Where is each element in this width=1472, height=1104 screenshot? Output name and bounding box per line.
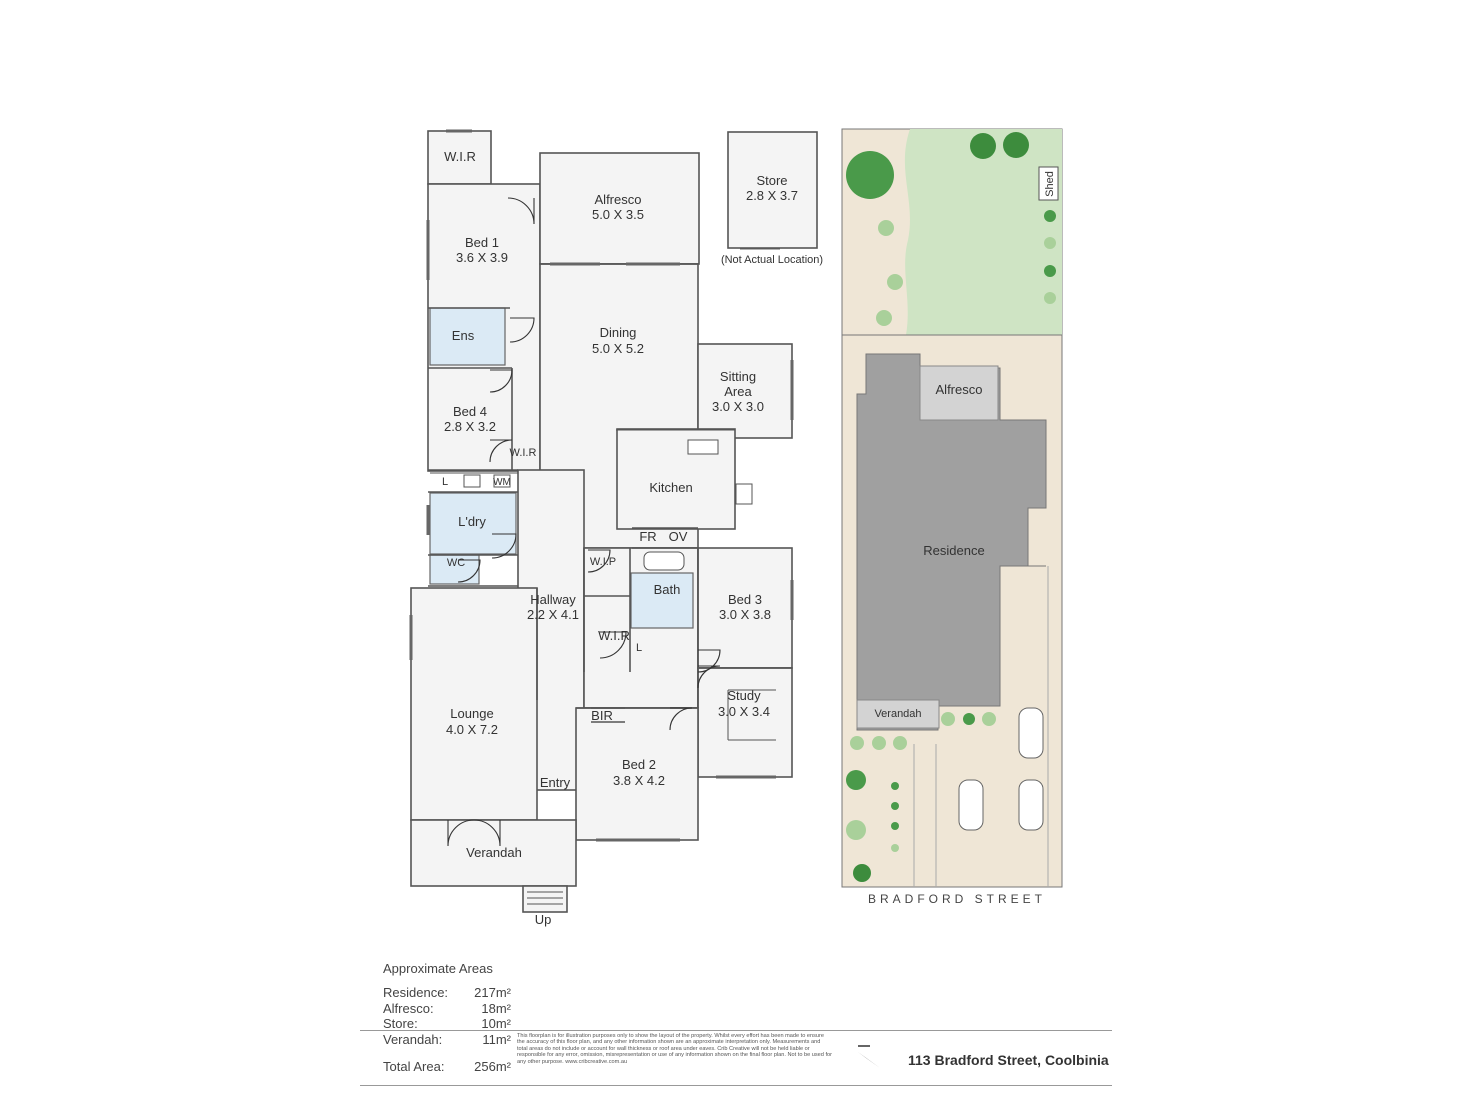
up-label: Up (535, 912, 552, 927)
wir-bed3-label: W.I.R (598, 628, 630, 643)
divider-top (360, 1030, 1112, 1031)
area-row-store: Store: 10m² (383, 1016, 511, 1032)
area-row-total: Total Area: 256m² (383, 1059, 511, 1075)
divider-bottom (360, 1085, 1112, 1086)
bed1-name: Bed 1 (465, 235, 499, 250)
linen-label: L (442, 476, 448, 488)
bed2-name: Bed 2 (622, 757, 656, 772)
area-label: Store: (383, 1016, 418, 1031)
fridge-label: FR (639, 529, 656, 544)
area-value: 11m² (482, 1031, 511, 1047)
site-residence-label: Residence (923, 543, 984, 558)
dining-size: 5.0 X 5.2 (592, 341, 644, 356)
sitting-name-1: Sitting (720, 369, 756, 384)
dining-name: Dining (600, 325, 637, 340)
bed1-size: 3.6 X 3.9 (456, 250, 508, 265)
sitting-name-2: Area (724, 384, 752, 399)
site-alfresco-label: Alfresco (936, 382, 983, 397)
alfresco-name: Alfresco (595, 192, 642, 207)
area-label: Residence: (383, 985, 449, 1000)
study-name: Study (727, 688, 761, 703)
site-plan (841, 128, 1063, 1068)
store-name: Store (756, 173, 787, 188)
area-value: 18m² (481, 1000, 511, 1016)
shed-label: Shed (1044, 171, 1056, 197)
wc-label: WC (447, 557, 465, 569)
area-label: Alfresco: (383, 1000, 434, 1016)
bed3-size: 3.0 X 3.8 (719, 607, 771, 622)
disclaimer-text: This floorplan is for illustration purpo… (517, 1033, 832, 1065)
bath-label: Bath (654, 582, 681, 597)
bed4-size: 2.8 X 3.2 (444, 419, 496, 434)
linen-2-label: L (636, 642, 642, 654)
wir-bed4-label: W.I.R (510, 447, 537, 459)
street-name: BRADFORD STREET (868, 892, 1046, 906)
area-row-verandah: Verandah: 11m² (383, 1032, 511, 1048)
store-size: 2.8 X 3.7 (746, 188, 798, 203)
verandah-label: Verandah (466, 845, 522, 860)
bed2-size: 3.8 X 4.2 (613, 773, 665, 788)
bed4-name: Bed 4 (453, 404, 487, 419)
approximate-areas: Approximate Areas Residence: 217m² Alfres… (383, 961, 511, 1075)
ens-label: Ens (452, 328, 475, 343)
lounge-name: Lounge (450, 706, 493, 721)
house-floor-plan (409, 129, 818, 913)
areas-title: Approximate Areas (383, 961, 493, 976)
bir-label: BIR (591, 708, 613, 723)
study-size: 3.0 X 3.4 (718, 704, 770, 719)
total-value: 256m² (474, 1059, 511, 1074)
total-label: Total Area: (383, 1059, 445, 1074)
wir-bed1-label: W.I.R (444, 149, 476, 164)
hallway-name: Hallway (530, 592, 576, 607)
area-row-residence: Residence: 217m² (383, 985, 511, 1001)
wip-label: W.I.P (590, 556, 616, 568)
oven-label: OV (669, 529, 688, 544)
lounge-size: 4.0 X 7.2 (446, 722, 498, 737)
area-label: Verandah: (383, 1031, 443, 1047)
kitchen-label: Kitchen (649, 480, 692, 495)
laundry-label: L'dry (458, 514, 486, 529)
property-address: 113 Bradford Street, Coolbinia (908, 1052, 1109, 1068)
hallway-size: 2.2 X 4.1 (527, 607, 579, 622)
entry-label: Entry (540, 775, 571, 790)
area-value: 217m² (474, 985, 511, 1000)
wm-label: WM (493, 477, 511, 488)
sitting-size: 3.0 X 3.0 (712, 399, 764, 414)
alfresco-size: 5.0 X 3.5 (592, 207, 644, 222)
bed3-name: Bed 3 (728, 592, 762, 607)
area-row-alfresco: Alfresco: 18m² (383, 1001, 511, 1017)
store-note: (Not Actual Location) (721, 254, 823, 266)
site-verandah-label: Verandah (874, 708, 921, 720)
area-value: 10m² (481, 1016, 511, 1031)
